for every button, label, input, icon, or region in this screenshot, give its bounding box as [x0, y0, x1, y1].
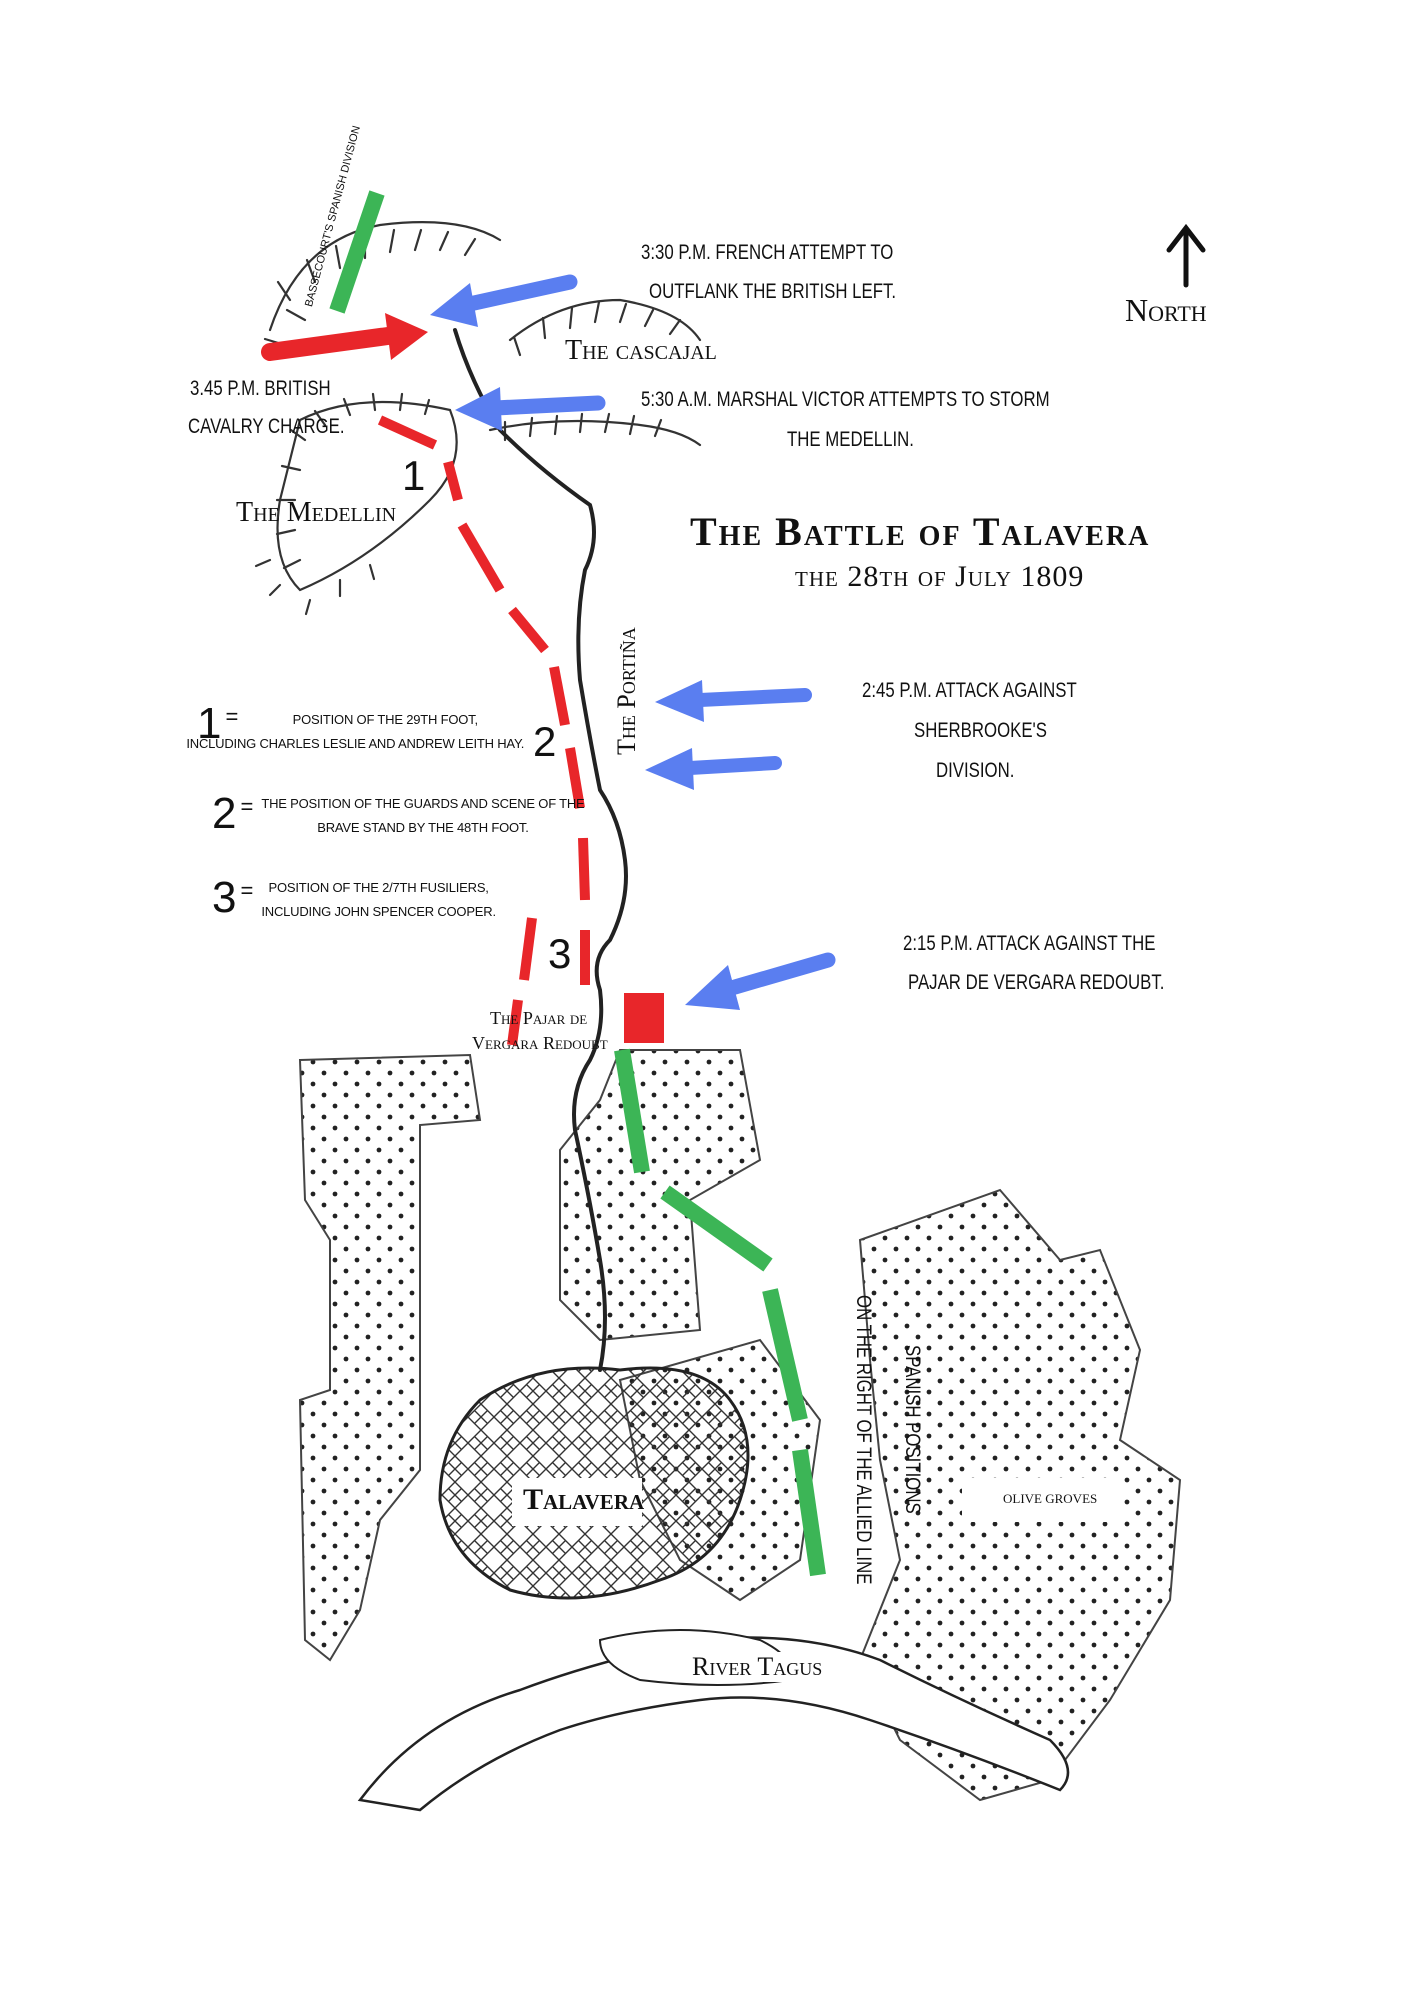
label-redoubt-line1: The Pajar de: [490, 1008, 588, 1028]
position-marker-1: 1: [402, 452, 426, 499]
olive-groves-label-bg: [962, 1478, 1122, 1522]
position-marker-2: 2: [533, 718, 557, 765]
french-arrow-medellin: [455, 387, 606, 431]
legend-item-2: 2 = The position of the Guards and scene…: [212, 792, 585, 840]
legend-item-1: 1 = Position of the 29th Foot, including…: [186, 699, 524, 756]
olive-grove-north: [559, 1049, 762, 1342]
annotation-sherbrooke-3: DIVISION.: [936, 759, 1015, 782]
french-arrow-redoubt: [685, 952, 836, 1010]
legend-text-line: including Charles Leslie and Andrew Leit…: [186, 736, 525, 751]
talavera-label-bg: [512, 1478, 642, 1526]
hill-ridge-east: [488, 419, 702, 447]
spanish-line-segment: [762, 1288, 808, 1422]
annotation-spanish-2: ON THE RIGHT OF THE ALLIED LINE: [852, 1295, 875, 1585]
map-title: The Battle of Talavera: [690, 509, 1151, 554]
annotation-spanish-1: SPANISH POSITIONS: [901, 1345, 924, 1514]
olive-groves-terrain: [298, 1049, 1182, 1802]
bassecourt-division-line: [329, 190, 385, 314]
map-subtitle: the 28th of July 1809: [795, 560, 1085, 593]
label-medellin: The Medellin: [236, 497, 397, 528]
legend-text-line: brave stand by the 48th Foot.: [317, 820, 529, 835]
legend-number: 1: [197, 699, 222, 748]
annotation-redoubt-1: 2:15 P.M. ATTACK AGAINST THE: [903, 932, 1156, 955]
label-portina: The Portiña: [612, 627, 641, 755]
annotation-redoubt-2: PAJAR DE VERGARA REDOUBT.: [908, 971, 1165, 994]
french-arrow-outflank: [430, 274, 578, 327]
label-talavera: Talavera: [523, 1483, 645, 1516]
legend-equals: =: [225, 704, 239, 729]
spanish-line-segment: [792, 1448, 826, 1577]
spanish-line-segment: [660, 1185, 773, 1272]
annotation-victor-2: THE MEDELLIN.: [787, 428, 914, 451]
legend-text-line: including John Spencer Cooper.: [261, 904, 496, 919]
british-positions: [377, 415, 590, 1046]
legend-equals: =: [240, 878, 254, 903]
position-marker-3: 3: [548, 930, 572, 977]
legend-item-3: 3 = Position of the 2/7th Fusiliers, inc…: [212, 876, 496, 924]
hills-terrain: [254, 221, 702, 616]
label-river-tagus: River Tagus: [688, 1652, 827, 1682]
french-arrow-sherbrooke-1: [655, 680, 812, 722]
compass-label: North: [1125, 292, 1207, 328]
label-redoubt-line2: Vergara Redoubt: [472, 1033, 608, 1053]
hill-cascajal: [508, 298, 702, 342]
spanish-positions: [329, 190, 826, 1577]
legend-number: 3: [212, 873, 237, 922]
spanish-line-segment: [614, 1048, 650, 1174]
annotation-victor-1: 5:30 A.M. MARSHAL VICTOR ATTEMPTS TO STO…: [641, 388, 1050, 411]
legend-text-line: The position of the Guards and scene of …: [261, 796, 585, 811]
label-cascajal: The cascajal: [565, 335, 717, 366]
annotation-cavalry-2: CAVALRY CHARGE.: [188, 415, 345, 438]
annotation-cavalry-1: 3.45 P.M. BRITISH: [190, 377, 331, 400]
hill-medellin: [276, 400, 458, 592]
annotation-sherbrooke-2: SHERBROOKE'S: [914, 719, 1047, 742]
legend-text: Position of the 2/7th Fusiliers, includi…: [261, 876, 496, 924]
legend-equals: =: [240, 794, 254, 819]
hill-ridge-north: [268, 221, 502, 332]
label-olive-groves: OLIVE GROVES: [1003, 1491, 1098, 1506]
annotation-outflank-1: 3:30 P.M. FRENCH ATTEMPT TO: [641, 241, 894, 264]
olive-grove-west: [298, 1053, 482, 1662]
british-cavalry-arrow: [261, 313, 428, 361]
legend-text-line: Position of the 2/7th Fusiliers,: [268, 880, 489, 895]
north-arrow-icon: [1166, 223, 1206, 288]
french-arrow-sherbrooke-2: [645, 748, 782, 790]
legend-text-line: Position of the 29th Foot,: [292, 712, 478, 727]
legend-text: The position of the Guards and scene of …: [261, 792, 584, 840]
pajar-de-vergara-redoubt: [624, 993, 664, 1043]
annotation-outflank-2: OUTFLANK THE BRITISH LEFT.: [649, 280, 897, 303]
annotation-sherbrooke-1: 2:45 P.M. ATTACK AGAINST: [862, 679, 1077, 702]
legend-number: 2: [212, 789, 237, 838]
legend-text: Position of the 29th Foot, including Cha…: [186, 708, 524, 756]
french-attacks: [430, 274, 836, 1010]
portina-stream: [453, 328, 628, 1372]
